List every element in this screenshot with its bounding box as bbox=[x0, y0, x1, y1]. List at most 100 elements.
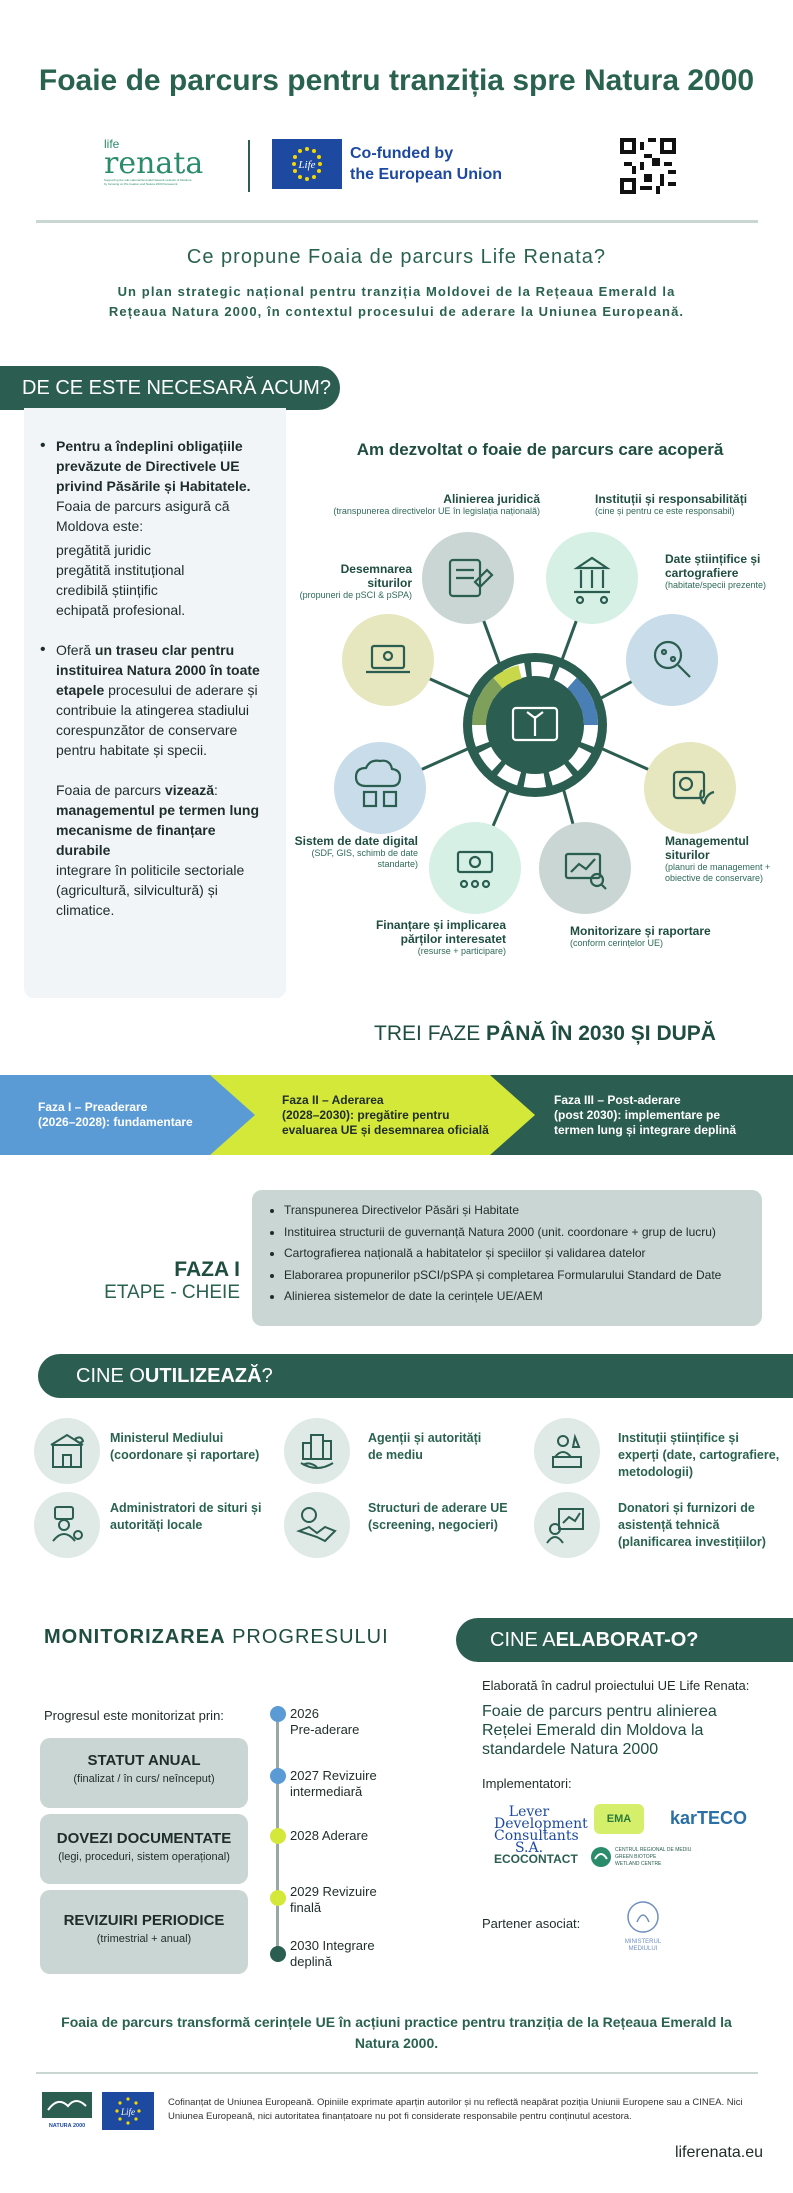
ema-logo: EMA bbox=[594, 1804, 644, 1834]
phase-1-label: Faza I – Preaderare (2026–2028): fundame… bbox=[38, 1100, 193, 1129]
ministry-building-icon bbox=[34, 1418, 100, 1484]
hub-screen-icon bbox=[511, 706, 559, 742]
header-divider bbox=[36, 220, 758, 223]
timeline-dot bbox=[270, 1828, 286, 1844]
city-leaf-icon bbox=[284, 1418, 350, 1484]
authors-document: Foaie de parcurs pentru alinierea Rețele… bbox=[482, 1703, 717, 1758]
coverage-diagram bbox=[334, 532, 736, 914]
qr-code-icon bbox=[620, 138, 676, 194]
faza1-step: Elaborarea propunerilor pSCI/pSPA și com… bbox=[284, 1265, 746, 1287]
laptop-map-icon bbox=[366, 644, 410, 674]
faza1-step: Transpunerea Directivelor Păsări și Habi… bbox=[284, 1200, 746, 1222]
money-people-icon bbox=[456, 850, 494, 889]
timeline-item: 2028 Aderare bbox=[290, 1828, 369, 1843]
pill-periodic-reviews: REVIZUIRI PERIODICE(trimestrial + anual) bbox=[40, 1890, 248, 1974]
monitoring-intro: Progresul este monitorizat prin: bbox=[44, 1708, 224, 1723]
faza1-step: Alinierea sistemelor de date la cerințel… bbox=[284, 1286, 746, 1308]
coverage-label-management: Managementul siturilor(planuri de manage… bbox=[665, 834, 771, 883]
timeline-item: 2029 Revizuire finală bbox=[290, 1884, 377, 1915]
user-card-agencies bbox=[284, 1418, 350, 1484]
why-bullet-1: Pentru a îndeplini obligațiile prevăzute… bbox=[40, 436, 262, 620]
authors-ribbon: CINE A ELABORAT-O? bbox=[456, 1618, 793, 1662]
logo-divider bbox=[248, 140, 250, 192]
faza1-steps: Transpunerea Directivelor Păsări și Habi… bbox=[252, 1190, 762, 1326]
monitor-chart-icon bbox=[564, 852, 607, 890]
handshake-icon bbox=[284, 1492, 350, 1558]
implementers-label: Implementatori: bbox=[482, 1776, 572, 1791]
magnifier-data-icon bbox=[653, 640, 691, 678]
svg-text:Life: Life bbox=[120, 2107, 135, 2117]
plan-plant-icon bbox=[672, 770, 715, 805]
monitoring-title: MONITORIZAREA PROGRESULUI bbox=[44, 1626, 389, 1648]
hub-arc-green bbox=[472, 677, 503, 726]
user-card-eu-structures bbox=[284, 1492, 350, 1558]
user-label-eu-structures: Structuri de aderare UE (screening, nego… bbox=[368, 1501, 508, 1532]
website-link[interactable]: liferenata.eu bbox=[674, 2144, 763, 2161]
users-ribbon: CINE O UTILIZEAZĂ? bbox=[38, 1354, 793, 1398]
eu-stars-footer-icon: Life bbox=[115, 2097, 141, 2125]
timeline-dot bbox=[270, 1706, 286, 1722]
coverage-label-science: Date științifice și cartografiere(habita… bbox=[665, 552, 767, 590]
why-ribbon: DE CE ESTE NECESARĂ ACUM? bbox=[0, 366, 340, 410]
phase-3-label: Faza III – Post-aderare (post 2030): imp… bbox=[554, 1092, 737, 1137]
administrator-icon bbox=[34, 1492, 100, 1558]
hub-arc-yellow bbox=[493, 665, 523, 689]
scientist-icon bbox=[534, 1418, 600, 1484]
faza1-heading: FAZA I ETAPE - CHEIE bbox=[104, 1258, 240, 1303]
phases-bar bbox=[0, 1075, 793, 1155]
coverage-label-monitoring: Monitorizare și raportare(conform cerinț… bbox=[570, 924, 711, 948]
timeline-item: 2026 Pre-aderare bbox=[290, 1706, 360, 1737]
why-list: Pentru a îndeplini obligațiile prevăzute… bbox=[24, 408, 286, 998]
closing-statement: Foaia de parcurs transformă cerințele UE… bbox=[61, 2014, 732, 2051]
coverage-label-legal: Alinierea juridică(transpunerea directiv… bbox=[333, 492, 540, 516]
user-label-administrators: Administratori de situri și autorități l… bbox=[110, 1501, 262, 1532]
faza1-step: Instituirea structurii de guvernanță Nat… bbox=[284, 1222, 746, 1244]
phases-title: TREI FAZE PÂNĂ ÎN 2030 ȘI DUPĂ bbox=[374, 1022, 716, 1045]
coverage-title: Am dezvoltat o foaie de parcurs care aco… bbox=[356, 440, 724, 459]
wetland-leaf-icon bbox=[591, 1847, 611, 1867]
faza1-step: Cartografierea națională a habitatelor ș… bbox=[284, 1243, 746, 1265]
coverage-label-funding: Finanțare și implicarea părților interes… bbox=[375, 918, 506, 956]
natura-bird-icon bbox=[42, 2092, 92, 2118]
natura2000-logo: NATURA 2000 bbox=[42, 2092, 92, 2129]
coverage-bubble-digital bbox=[334, 742, 426, 834]
wetland-centre-logo: CENTRUL REGIONAL DE MEDIU GREEN BIOTOPE … bbox=[590, 1846, 691, 1868]
karteco-logo: karTECO bbox=[670, 1808, 748, 1828]
timeline-item: 2027 Revizuire intermediară bbox=[290, 1768, 377, 1799]
eu-stars-icon: Life bbox=[292, 147, 322, 181]
user-card-administrators bbox=[34, 1492, 100, 1558]
renata-logo: life renata Supporting the sub-national … bbox=[104, 137, 204, 186]
cloud-database-icon bbox=[354, 759, 402, 808]
eu-flag-logo: Life bbox=[272, 139, 342, 189]
user-card-donors bbox=[534, 1492, 600, 1558]
qr-code[interactable] bbox=[620, 138, 676, 194]
gavel-document-icon bbox=[448, 558, 494, 598]
why-bullet-2: Oferă un traseu clar pentru instituirea … bbox=[40, 640, 262, 760]
donor-chart-icon bbox=[534, 1492, 600, 1558]
svg-text:Life: Life bbox=[297, 159, 315, 171]
pill-annual-status: STATUT ANUAL(finalizat / în curs/ neînce… bbox=[40, 1738, 248, 1808]
ministry-logo: MINISTERUL MEDIULUI bbox=[618, 1900, 668, 1953]
phase-2-label: Faza II – Aderarea (2028–2030): pregătir… bbox=[282, 1092, 489, 1137]
timeline-dot bbox=[270, 1768, 286, 1784]
timeline-dot bbox=[270, 1890, 286, 1906]
intro-question: Ce propune Foaia de parcurs Life Renata? bbox=[186, 246, 607, 268]
pill-documented-evidence: DOVEZI DOCUMENTATE(legi, proceduri, sist… bbox=[40, 1814, 248, 1884]
eu-cofunded-text: Co-funded by the European Union bbox=[350, 145, 502, 183]
lever-logo: Lever Development Consultants S.A. bbox=[494, 1804, 588, 1856]
institution-people-icon bbox=[573, 556, 611, 605]
authors-intro: Elaborată în cadrul proiectului UE Life … bbox=[482, 1678, 750, 1693]
phase-1-band bbox=[0, 1075, 255, 1155]
ecocontact-logo: ECOCONTACT bbox=[494, 1852, 578, 1866]
user-card-science bbox=[534, 1418, 600, 1484]
coverage-label-digital: Sistem de date digital(SDF, GIS, schimb … bbox=[294, 834, 418, 869]
page-title: Foaie de parcurs pentru tranziția spre N… bbox=[38, 64, 755, 97]
coverage-label-institutions: Instituții și responsabilități(cine și p… bbox=[595, 492, 748, 516]
user-label-agencies: Agenții și autorități de mediu bbox=[368, 1431, 482, 1462]
user-card-ministry bbox=[34, 1418, 100, 1484]
user-label-donors: Donatori și furnizori de asistență tehni… bbox=[618, 1501, 766, 1549]
user-label-science: Instituții științifice și experți (date,… bbox=[618, 1431, 780, 1479]
eu-life-footer-logo: Life bbox=[102, 2092, 154, 2130]
footer-divider bbox=[36, 2072, 758, 2074]
funding-disclaimer: Cofinanțat de Uniunea Europeană. Opiniil… bbox=[168, 2097, 743, 2122]
